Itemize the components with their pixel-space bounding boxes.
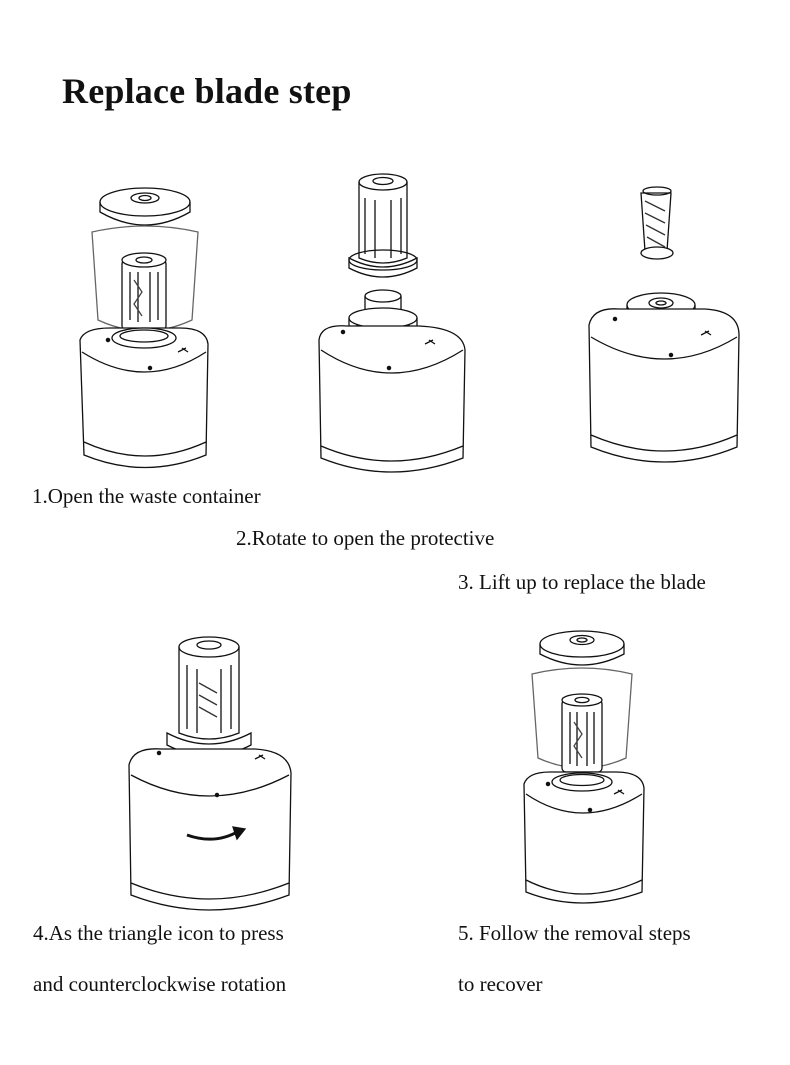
figure-step-5-illustration [520, 622, 650, 912]
caption-step-4-line-1: 4.As the triangle icon to press [33, 921, 284, 945]
figure-step-3-illustration [585, 185, 743, 475]
figure-step-1-illustration [70, 180, 220, 480]
page-title: Replace blade step [62, 71, 352, 111]
caption-step-5-line-2: to recover [458, 972, 543, 996]
caption-step-5-line-1: 5. Follow the removal steps [458, 921, 691, 945]
caption-step-3: 3. Lift up to replace the blade [458, 570, 706, 594]
caption-step-1: 1.Open the waste container [32, 484, 261, 508]
figure-step-4-illustration [125, 633, 295, 923]
caption-step-4-line-2: and counterclockwise rotation [33, 972, 287, 996]
figure-step-2-illustration [313, 168, 468, 478]
caption-step-2: 2.Rotate to open the protective [236, 526, 495, 550]
